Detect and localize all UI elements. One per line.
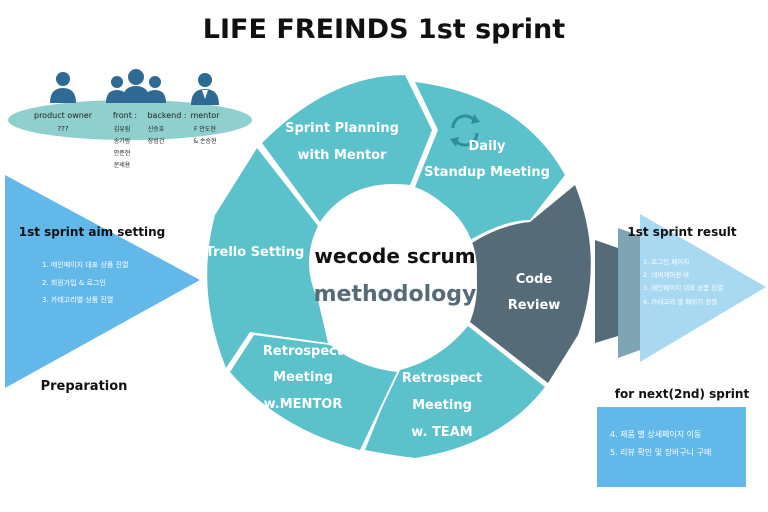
backend-member: 장범건 [148, 137, 165, 145]
preparation-arrow [5, 175, 200, 388]
product-owner-label: product owner [34, 111, 93, 120]
next-sprint-box [597, 407, 746, 487]
daily-standup-label: Daily [469, 139, 506, 154]
preparation-label: Preparation [41, 379, 128, 394]
page-title: LIFE FREINDS 1st sprint [202, 14, 566, 45]
center-subtitle: methodology [314, 282, 477, 307]
sprint-planning-label: Sprint Planning [285, 121, 399, 136]
code-review-segment [470, 185, 591, 383]
product-owner-name: ??? [57, 125, 68, 133]
team-ellipse [8, 100, 252, 140]
result-item: 2. 네비게이션 바 [643, 270, 689, 279]
mentor-person-icon [191, 73, 219, 105]
trello-label: Trello Setting [206, 245, 305, 260]
product-owner-person-icon [50, 72, 76, 103]
preparation-item: 2. 회원가입 & 로그인 [42, 278, 106, 287]
code-review-label: Code [516, 272, 553, 287]
next-sprint-heading: for next(2nd) sprint [615, 387, 750, 401]
daily-standup-label: Standup Meeting [424, 165, 550, 180]
refresh-icon [450, 114, 480, 147]
retro-mentor-segment [230, 335, 397, 450]
retro-team-label: Retrospect [402, 371, 482, 386]
front-label: front : [113, 111, 137, 120]
next-sprint-item: 5. 리뷰 확인 및 장바구니 구매 [610, 447, 711, 457]
front-member: 안준현 [114, 149, 131, 157]
retro-mentor-label: Retrospect [263, 344, 343, 359]
mentor-label: mentor [190, 111, 220, 120]
result-arrow-band [595, 240, 618, 343]
mentor-member: F 안도현 [194, 125, 216, 133]
retro-mentor-label: w.MENTOR [264, 397, 343, 412]
preparation-item: 3. 카테고리별 상품 진열 [42, 295, 113, 304]
result-item: 4. 카테고리 별 페이지 정렬 [643, 297, 717, 306]
result-arrow-band [618, 228, 640, 358]
sprint-planning-segment [262, 75, 432, 222]
front-member: 김유림 [114, 125, 131, 133]
center-title: wecode scrum [314, 244, 475, 268]
retro-team-label: w. TEAM [411, 425, 472, 440]
result-heading: 1st sprint result [627, 225, 736, 239]
retro-team-label: Meeting [412, 398, 472, 413]
retro-mentor-label: Meeting [273, 370, 333, 385]
trello-segment [207, 148, 328, 368]
result-item: 1. 로그인 페이지 [643, 257, 689, 266]
preparation-item: 1. 메인페이지 대표 상품 진열 [42, 260, 128, 269]
sprint-planning-label: with Mentor [297, 148, 387, 163]
code-review-label: Review [508, 298, 561, 313]
next-sprint-item: 4. 제품 별 상세페이지 이동 [610, 429, 701, 439]
retro-team-segment [365, 326, 545, 458]
team-group-person-icon [106, 69, 166, 103]
backend-label: backend : [147, 111, 186, 120]
front-member: 송가람 [114, 137, 131, 145]
result-item: 3. 메인페이지 대표 상품 진열 [643, 283, 723, 292]
backend-member: 신승호 [148, 125, 165, 133]
center-circle [313, 188, 477, 352]
daily-standup-segment [415, 82, 565, 240]
front-member: 문세용 [114, 161, 131, 169]
preparation-heading: 1st sprint aim setting [19, 225, 166, 239]
result-arrow [640, 214, 766, 362]
mentor-member: & 손승현 [193, 137, 216, 145]
